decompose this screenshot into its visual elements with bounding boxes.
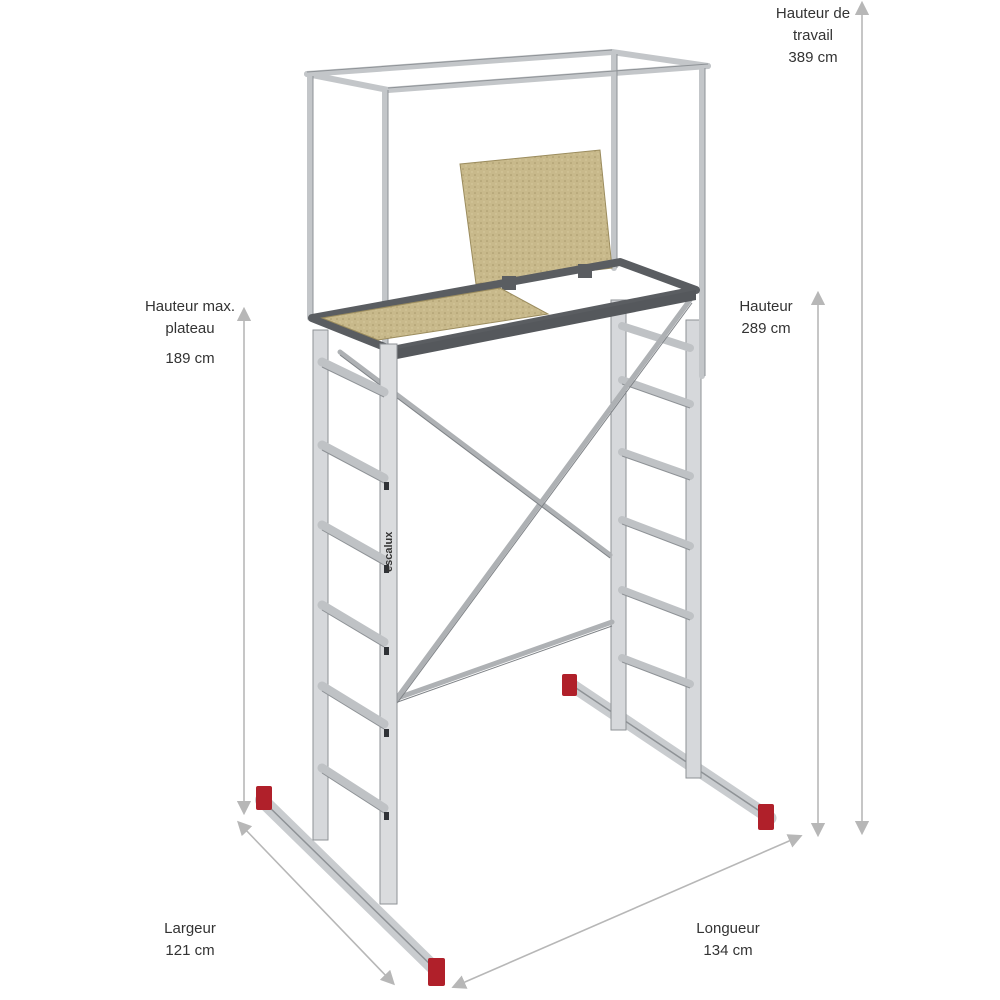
- platform-height-line2: plateau: [165, 320, 215, 337]
- dimension-arrows: [236, 0, 870, 989]
- foot-back-left: [562, 674, 577, 696]
- left-ladder: escalux: [255, 329, 445, 986]
- right-ladder: [562, 299, 777, 830]
- length-value: 134 cm: [703, 942, 753, 959]
- length-arrow: [451, 834, 803, 989]
- working-height-line2: travail: [792, 27, 833, 44]
- platform-board: [320, 287, 550, 341]
- width-value: 121 cm: [165, 942, 215, 959]
- width-arrow: [237, 820, 395, 986]
- height-label: Hauteur 289 cm: [716, 296, 816, 340]
- foot-front-right: [428, 958, 445, 986]
- length-line1: Longueur: [696, 920, 760, 937]
- platform-height-value: 189 cm: [165, 350, 215, 367]
- height-value: 289 cm: [741, 320, 791, 337]
- working-height-label: Hauteur de travail 389 cm: [738, 3, 888, 69]
- working-height-value: 389 cm: [788, 49, 838, 66]
- foot-front-left: [256, 786, 272, 810]
- brand-logo: escalux: [383, 531, 395, 572]
- width-line1: Largeur: [164, 920, 216, 937]
- foot-back-right: [758, 804, 774, 830]
- width-label: Largeur 121 cm: [135, 918, 245, 962]
- platform: [308, 258, 700, 360]
- height-line1: Hauteur: [739, 298, 793, 315]
- length-label: Longueur 134 cm: [668, 918, 788, 962]
- platform-height-line1: Hauteur max.: [144, 298, 236, 315]
- working-height-line1: Hauteur de: [775, 5, 851, 22]
- upper-board: [459, 149, 613, 285]
- platform-height-label: Hauteur max. plateau 189 cm: [120, 296, 260, 370]
